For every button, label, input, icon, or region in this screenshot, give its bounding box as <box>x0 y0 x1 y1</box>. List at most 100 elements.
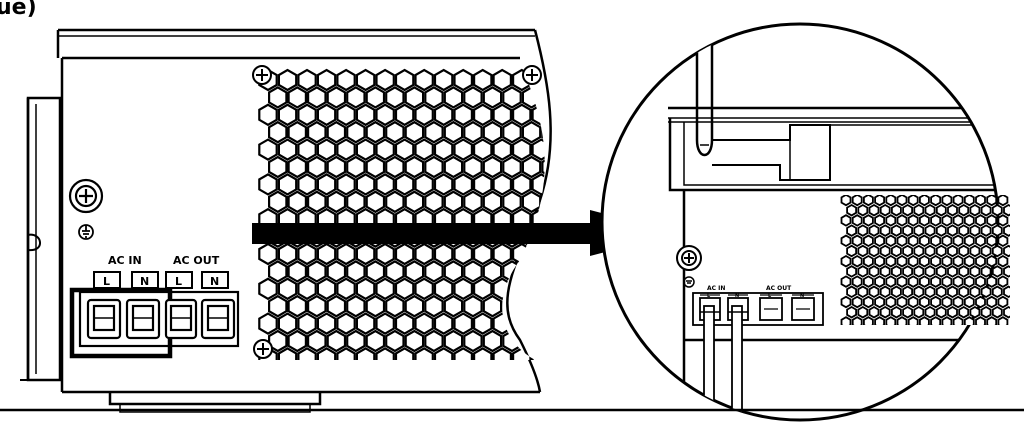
vent-hole <box>433 68 454 92</box>
vent-hole <box>414 242 434 266</box>
vent-hole <box>297 242 317 266</box>
vent-hole <box>521 155 542 179</box>
vent-hole <box>473 68 493 92</box>
vent-hole <box>986 316 998 325</box>
vent-hole <box>879 305 891 319</box>
vent-hole <box>482 190 503 214</box>
vent-hole <box>502 294 522 318</box>
vent-hole <box>512 242 532 266</box>
vent-hole <box>502 120 522 144</box>
vent-hole <box>846 285 857 299</box>
vent-hole <box>924 224 936 237</box>
vent-hole <box>975 234 986 248</box>
vent-hole <box>930 316 942 325</box>
vent-hole <box>433 277 454 301</box>
vent-hole <box>541 86 545 109</box>
vent-hole <box>980 305 992 319</box>
vent-hole <box>424 329 444 353</box>
vent-hole <box>851 316 863 325</box>
vent-hole <box>840 195 852 207</box>
vent-hole <box>896 275 908 288</box>
vent-hole <box>851 295 863 309</box>
vent-hole <box>969 305 981 319</box>
vent-hole <box>868 305 880 319</box>
vent-hole <box>346 155 366 179</box>
vent-hole <box>268 190 288 214</box>
vent-hole <box>336 277 356 301</box>
vent-hole <box>935 224 947 237</box>
vent-hole <box>385 155 405 179</box>
vent-hole <box>930 234 942 248</box>
vent-hole <box>857 224 869 237</box>
vent-hole <box>851 214 863 227</box>
vent-hole <box>896 195 908 207</box>
vent-hole <box>874 295 885 309</box>
vent-hole <box>482 294 503 318</box>
vent-hole <box>473 138 493 161</box>
vent-hole <box>941 295 953 309</box>
terminal-ac-in-n <box>125 298 161 340</box>
vent-hole <box>482 86 503 109</box>
vent-hole <box>907 316 919 325</box>
vent-hole <box>952 254 964 268</box>
vent-hole <box>375 242 395 266</box>
vent-hole <box>975 316 986 325</box>
vent-hole <box>840 254 852 268</box>
vent-hole <box>840 316 852 325</box>
vent-hole <box>424 120 444 144</box>
vent-hole <box>919 316 930 325</box>
vent-hole <box>963 254 975 268</box>
vent-hole <box>316 103 337 127</box>
vent-hole <box>952 195 964 207</box>
vent-hole <box>868 265 880 278</box>
vent-hole <box>346 120 366 144</box>
vent-hole <box>874 275 885 288</box>
vent-hole <box>919 254 930 268</box>
vent-hole <box>997 254 1009 268</box>
vent-hole <box>443 86 464 109</box>
vent-hole <box>365 260 386 283</box>
vent-hole <box>453 68 473 92</box>
vent-hole <box>541 329 545 353</box>
vent-hole <box>404 120 425 144</box>
vent-hole <box>991 244 1003 258</box>
vent-hole <box>941 195 953 207</box>
vent-hole <box>326 120 347 144</box>
zoom-vent-grille <box>840 195 1010 325</box>
vent-hole <box>986 234 998 248</box>
screw-icon <box>253 339 273 359</box>
vent-hole <box>913 224 925 237</box>
vent-hole <box>919 275 930 288</box>
vent-hole <box>902 224 913 237</box>
vent-hole <box>930 275 942 288</box>
zoom-ac-out-label: AC OUT <box>766 285 792 292</box>
vent-hole <box>975 195 986 207</box>
vent-hole <box>991 305 1003 319</box>
vent-hole <box>287 190 307 214</box>
vent-hole <box>424 294 444 318</box>
zoom-ground-screw-icon <box>676 245 702 271</box>
vent-hole <box>394 312 415 335</box>
vent-hole <box>316 277 337 301</box>
vent-hole <box>907 214 919 227</box>
vent-hole <box>394 347 415 360</box>
terminal-ac-in-l <box>86 298 122 340</box>
vent-hole <box>277 312 298 335</box>
vent-hole <box>463 155 483 179</box>
vent-hole <box>891 285 902 299</box>
vent-hole <box>453 312 473 335</box>
vent-hole <box>980 224 992 237</box>
vent-hole <box>913 305 925 319</box>
vent-hole <box>986 254 998 268</box>
vent-hole <box>531 103 545 127</box>
vent-hole <box>316 347 337 360</box>
vent-hole <box>868 285 880 299</box>
vent-hole <box>365 86 386 109</box>
ac-out-l-label: L <box>175 275 182 288</box>
zoom-ac-in-label: AC IN <box>707 285 725 292</box>
vent-hole <box>385 294 405 318</box>
vent-hole <box>930 295 942 309</box>
vent-hole <box>541 155 545 179</box>
vent-hole <box>924 265 936 278</box>
vent-hole <box>947 244 958 258</box>
